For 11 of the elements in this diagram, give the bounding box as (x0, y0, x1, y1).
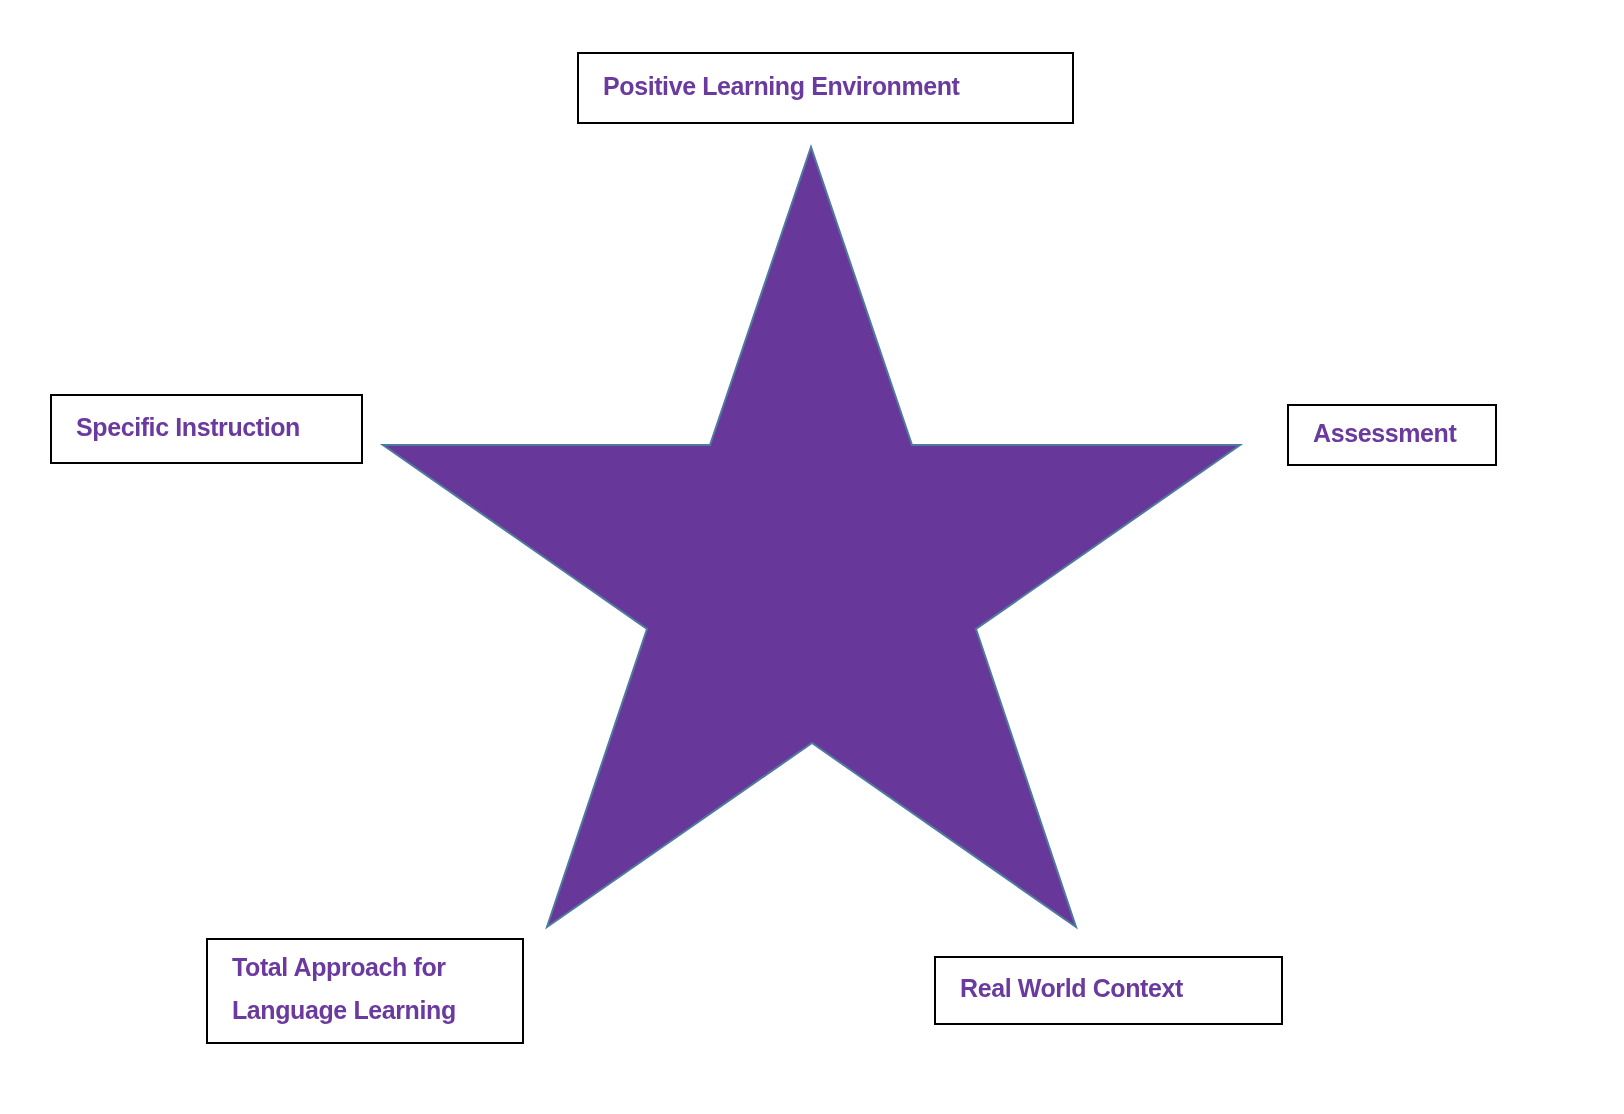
box-label: Assessment (1313, 417, 1458, 449)
star-shape (381, 145, 1242, 929)
label-box (206, 938, 524, 1044)
box-label: Specific Instruction (76, 411, 301, 443)
label-box (50, 394, 363, 464)
box-label: Real World Context (960, 973, 1184, 1004)
label-box (934, 956, 1283, 1025)
label-box (577, 52, 1074, 124)
box-label: Total Approach for Language Learning (232, 952, 457, 1026)
box-label: Positive Learning Environment (603, 70, 961, 102)
label-box (1287, 404, 1497, 466)
